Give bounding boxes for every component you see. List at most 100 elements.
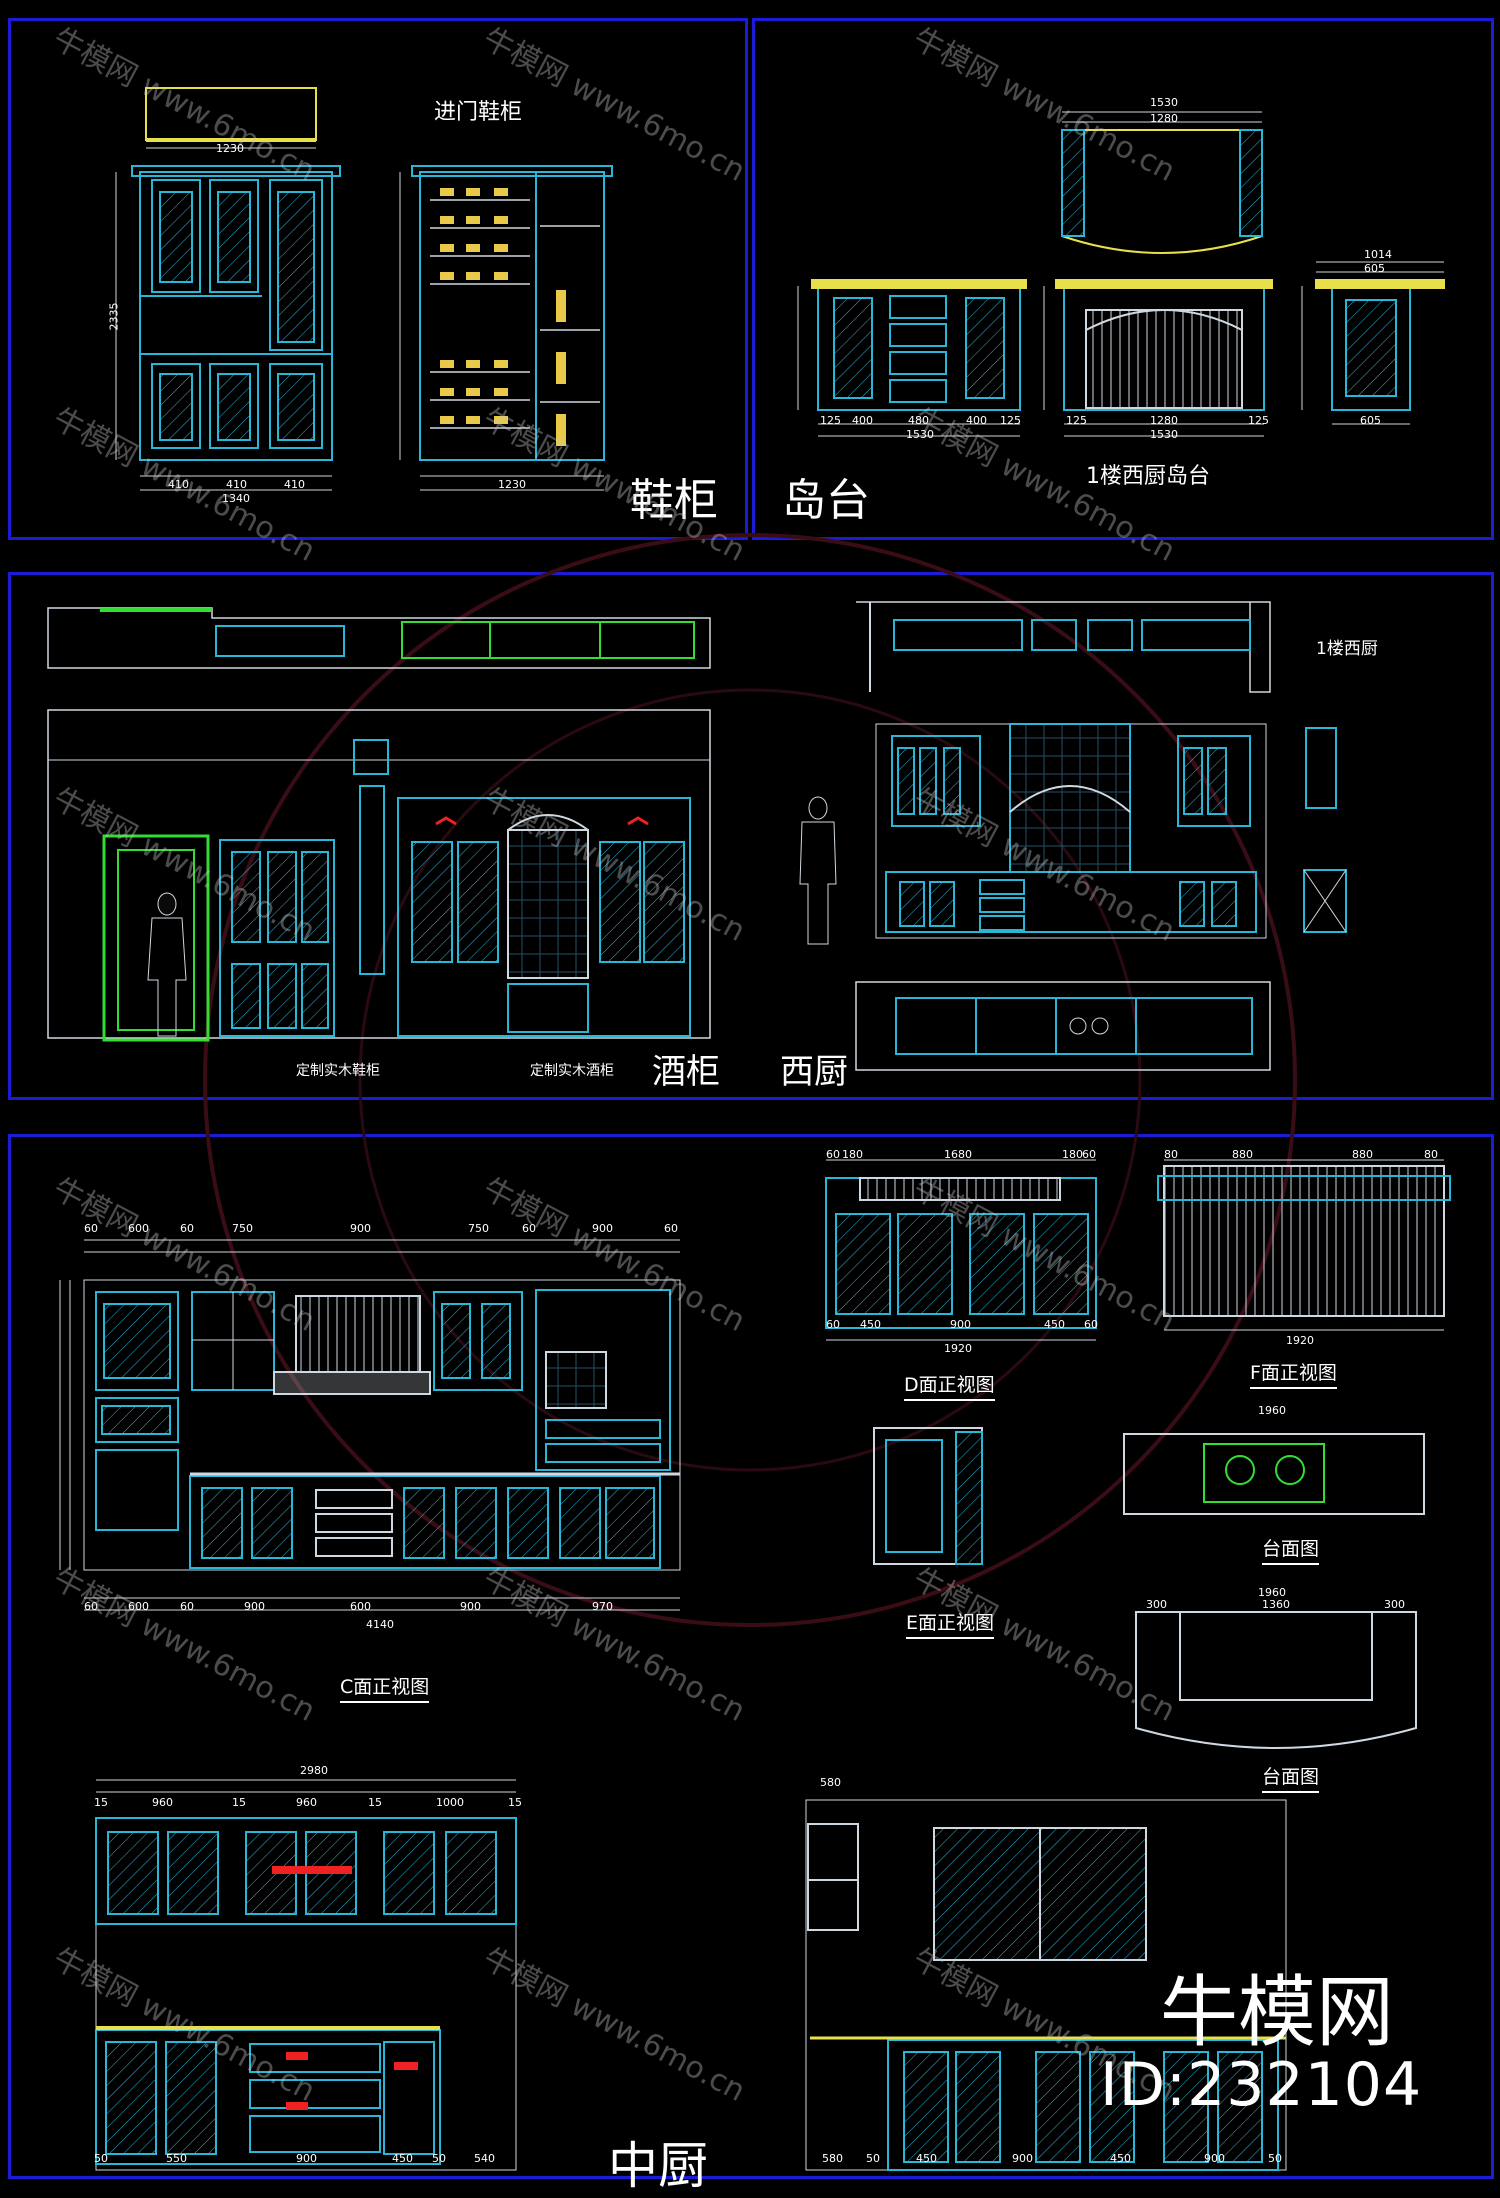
dim-island-inner-w: 1280	[1150, 112, 1178, 125]
dim-d-4: 180	[1062, 1148, 1083, 1161]
dim-bottom2-p1: 50	[94, 2152, 108, 2165]
dim-c-bot-1: 60	[84, 1600, 98, 1613]
dim-bottom2-p3: 900	[296, 2152, 317, 2165]
dim-island-front-1: 125	[820, 414, 841, 427]
dim-c-bot-6: 900	[460, 1600, 481, 1613]
dim-f-4: 80	[1424, 1148, 1438, 1161]
dim-c-total: 4140	[366, 1618, 394, 1631]
label-island: 岛台	[782, 475, 870, 526]
dim-island-end-inner: 605	[1360, 414, 1381, 427]
dim-counter-side-right: 300	[1384, 1598, 1405, 1611]
f-view-title: F面正视图	[1250, 1358, 1337, 1389]
west-kitchen-drawing	[799, 601, 1347, 1071]
dim-right-p2: 580	[822, 2152, 843, 2165]
dim-c-top-5: 900	[350, 1222, 371, 1235]
dim-shoe-part-3: 410	[284, 478, 305, 491]
c-view-title: C面正视图	[340, 1672, 430, 1703]
dim-c-top-1: 60	[84, 1222, 98, 1235]
dim-f-3: 880	[1352, 1148, 1373, 1161]
dim-d-1: 60	[826, 1148, 840, 1161]
dim-island-front-4: 400	[966, 414, 987, 427]
countertop-title-2: 台面图	[1262, 1762, 1320, 1793]
dim-bottom-p5: 15	[368, 1796, 382, 1809]
dim-right-p1: 580	[820, 1776, 841, 1789]
dim-right-p5: 900	[1012, 2152, 1033, 2165]
dim-bottom-p7: 15	[508, 1796, 522, 1809]
dim-right-p8: 50	[1268, 2152, 1282, 2165]
wine-sub-right: 定制实木酒柜	[530, 1063, 614, 1079]
dim-c-top-6: 750	[468, 1222, 489, 1235]
dim-island-depth-inner: 605	[1364, 262, 1385, 275]
dim-right-p7: 900	[1204, 2152, 1225, 2165]
dim-island-side-right: 125	[1248, 414, 1269, 427]
label-wine-cabinet: 酒柜	[652, 1052, 720, 1092]
dim-shoe-w-top: 1230	[216, 142, 244, 155]
west-kitchen-title: 1楼西厨	[1316, 639, 1378, 659]
label-middle-kitchen: 中厨	[608, 2137, 708, 2195]
dim-d-bot-3: 900	[950, 1318, 971, 1331]
dim-c-top-3: 60	[180, 1222, 194, 1235]
dim-shoe-bottom: 1230	[498, 478, 526, 491]
dim-d-2: 180	[842, 1148, 863, 1161]
island-drawing	[797, 111, 1445, 437]
dim-c-bot-2: 600	[128, 1600, 149, 1613]
wine-sub-left: 定制实木鞋柜	[296, 1063, 380, 1079]
dim-island-top-w: 1530	[1150, 96, 1178, 109]
dim-counter-inner: 1360	[1262, 1598, 1290, 1611]
dim-island-front-5: 125	[1000, 414, 1021, 427]
wine-cabinet-drawing	[47, 607, 711, 1042]
dim-shoe-part-2: 410	[226, 478, 247, 491]
dim-d-3: 1680	[944, 1148, 972, 1161]
dim-island-side-left: 125	[1066, 414, 1087, 427]
panel-island	[752, 18, 1494, 540]
dim-bottom-p1: 15	[94, 1796, 108, 1809]
dim-d-bot-5: 60	[1084, 1318, 1098, 1331]
dim-c-top-2: 600	[128, 1222, 149, 1235]
dim-d-bot-2: 450	[860, 1318, 881, 1331]
countertop-title-1: 台面图	[1262, 1534, 1320, 1565]
dim-bottom-p4: 960	[296, 1796, 317, 1809]
dim-bottom-p3: 15	[232, 1796, 246, 1809]
dim-shoe-w-total: 1340	[222, 492, 250, 505]
dim-bottom-p6: 1000	[436, 1796, 464, 1809]
dim-c-top-7: 60	[522, 1222, 536, 1235]
dim-shoe-h-total: 2335	[107, 302, 121, 331]
dim-island-side-total: 1530	[1150, 428, 1178, 441]
dim-right-p6: 450	[1110, 2152, 1131, 2165]
dim-d-bot-1: 60	[826, 1318, 840, 1331]
dim-c-bot-5: 600	[350, 1600, 371, 1613]
dim-island-front-3: 480	[908, 414, 929, 427]
dim-c-top-8: 900	[592, 1222, 613, 1235]
dim-bottom2-p5: 50	[432, 2152, 446, 2165]
dim-bottom2-p6: 540	[474, 2152, 495, 2165]
dim-c-bot-4: 900	[244, 1600, 265, 1613]
dim-f-1: 80	[1164, 1148, 1178, 1161]
label-west-kitchen: 西厨	[780, 1052, 848, 1092]
dim-bottom2-p4: 450	[392, 2152, 413, 2165]
shoe-cabinet-title: 进门鞋柜	[434, 100, 523, 125]
dim-c-top-4: 750	[232, 1222, 253, 1235]
dim-c-bot-7: 970	[592, 1600, 613, 1613]
brand-id: ID:232104	[1100, 2050, 1423, 2120]
dim-island-side-inner: 1280	[1150, 414, 1178, 427]
dim-f-total: 1920	[1286, 1334, 1314, 1347]
label-shoe-cabinet: 鞋柜	[630, 475, 718, 526]
dim-right-p3: 50	[866, 2152, 880, 2165]
brand-logo-text: 牛模网	[1160, 1968, 1395, 2058]
dim-bottom-total: 2980	[300, 1764, 328, 1777]
panel-shoe-cabinet	[8, 18, 748, 540]
dim-right-p4: 450	[916, 2152, 937, 2165]
dim-island-front-2: 400	[852, 414, 873, 427]
island-title: 1楼西厨岛台	[1086, 464, 1210, 489]
shoe-cabinet-drawing	[115, 87, 613, 491]
dim-d-bot-4: 450	[1044, 1318, 1065, 1331]
dim-shoe-part-1: 410	[168, 478, 189, 491]
dim-bottom2-p2: 550	[166, 2152, 187, 2165]
dim-counter-side-left: 300	[1146, 1598, 1167, 1611]
middle-kitchen-drawing	[59, 1159, 1451, 2171]
dim-d-5: 60	[1082, 1148, 1096, 1161]
dim-bottom-p2: 960	[152, 1796, 173, 1809]
dim-island-depth: 1014	[1364, 248, 1392, 261]
dim-f-2: 880	[1232, 1148, 1253, 1161]
